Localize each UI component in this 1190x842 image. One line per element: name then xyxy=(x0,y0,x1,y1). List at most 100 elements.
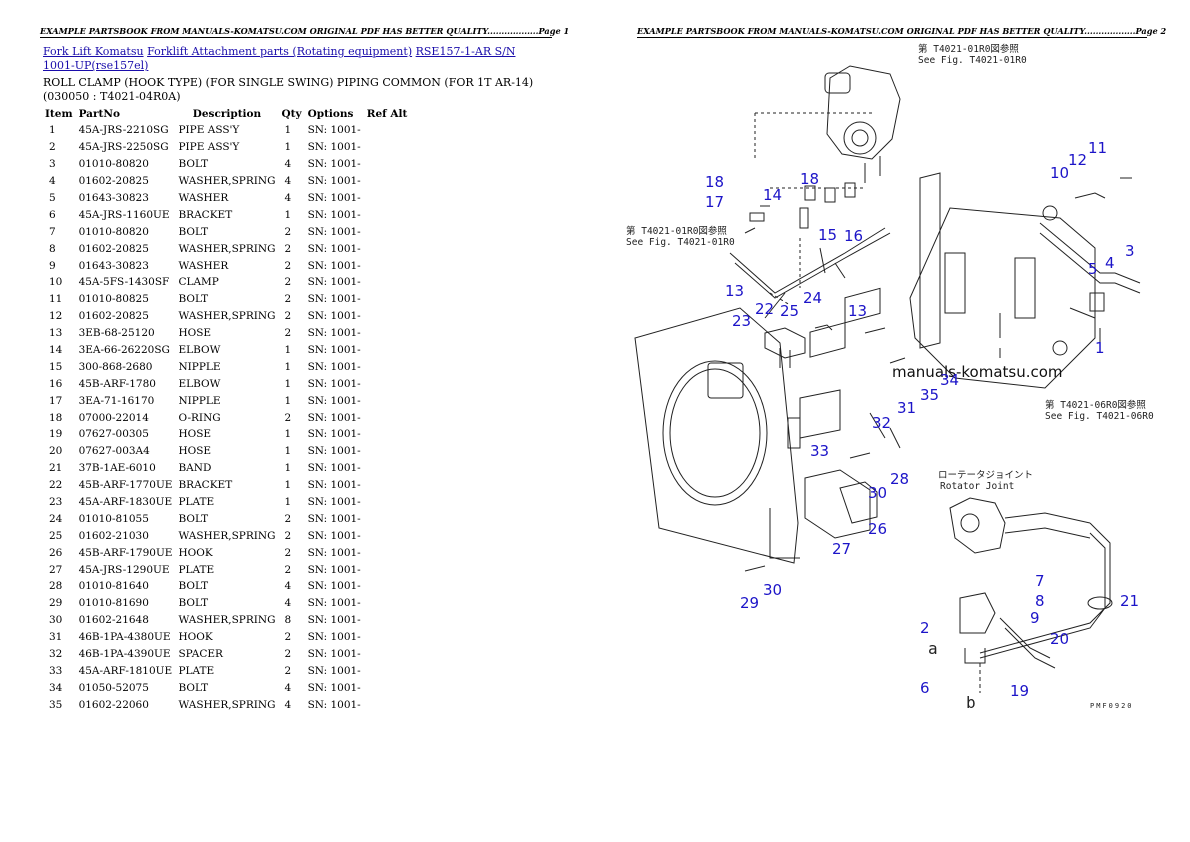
breadcrumb-link-model[interactable]: RSE157-1-AR S/N 1001-UP(rse157el) xyxy=(43,45,516,72)
callout-30-1: 30 xyxy=(868,484,887,502)
cell-description: WASHER,SPRING xyxy=(178,242,276,255)
cell-description: PLATE xyxy=(178,496,215,509)
cell-options: SN: 1001- xyxy=(307,175,361,188)
callout-13-1: 13 xyxy=(725,282,744,300)
cell-qty: 1 xyxy=(284,344,292,357)
cell-item: 1 xyxy=(49,124,56,137)
cell-description: SPACER xyxy=(178,648,223,661)
cell-description: BRACKET xyxy=(178,479,233,492)
callout-9: 9 xyxy=(1030,609,1040,627)
cell-qty: 2 xyxy=(284,664,292,677)
cell-ref-alt xyxy=(364,375,411,392)
cell-partno: 07627-003A4 xyxy=(78,445,150,458)
cell-options: SN: 1001- xyxy=(307,310,361,323)
cell-ref-alt xyxy=(364,443,411,460)
cell-item: 17 xyxy=(49,394,63,407)
cell-options: SN: 1001- xyxy=(307,360,361,373)
column-header-ref-alt: Ref Alt xyxy=(366,108,408,120)
cell-options: SN: 1001- xyxy=(307,580,361,593)
exploded-view-drawing: 第 T4021-01R0図参照 See Fig. T4021-01R0 第 T4… xyxy=(626,43,1154,712)
cell-item: 16 xyxy=(49,377,63,390)
cell-description: BOLT xyxy=(178,597,209,610)
cell-partno: 37B-1AE-6010 xyxy=(78,462,156,475)
cell-description: NIPPLE xyxy=(178,360,221,373)
cell-qty: 4 xyxy=(284,681,292,694)
breadcrumb-link-fork-lift[interactable]: Fork Lift Komatsu xyxy=(43,45,144,58)
cell-item: 29 xyxy=(49,597,63,610)
page-1: EXAMPLE PARTSBOOK FROM MANUALS-KOMATSU.C… xyxy=(40,26,569,713)
cell-qty: 4 xyxy=(284,580,292,593)
callout-15: 15 xyxy=(818,226,837,244)
parts-diagram: 第 T4021-01R0図参照 See Fig. T4021-01R0 第 T4… xyxy=(620,38,1160,718)
column-header-partno: PartNo xyxy=(78,108,120,120)
cell-qty: 2 xyxy=(284,529,292,542)
table-header-row: Item PartNo Description Qty Options Ref … xyxy=(42,106,410,122)
cell-partno: 01602-20825 xyxy=(78,310,149,323)
callout-7: 7 xyxy=(1035,572,1045,590)
cell-description: HOOK xyxy=(178,631,213,644)
cell-description: PLATE xyxy=(178,563,215,576)
cell-item: 31 xyxy=(49,631,63,644)
cell-partno: 01602-21648 xyxy=(78,614,149,627)
cell-qty: 2 xyxy=(284,546,292,559)
cell-partno: 46B-1PA-4390UE xyxy=(78,648,171,661)
ref-note-jp-2: 第 T4021-01R0図参照 xyxy=(918,43,1019,55)
ref-note-jp-1: 第 T4021-01R0図参照 xyxy=(626,225,727,237)
breadcrumb-link-attachment-parts[interactable]: Forklift Attachment parts (Rotating equi… xyxy=(147,45,413,58)
cell-item: 30 xyxy=(49,614,63,627)
cell-options: SN: 1001- xyxy=(307,546,361,559)
cell-options: SN: 1001- xyxy=(307,648,361,661)
callout-19: 19 xyxy=(1010,682,1029,700)
cell-item: 6 xyxy=(49,208,56,221)
cell-options: SN: 1001- xyxy=(307,242,361,255)
callout-17: 17 xyxy=(705,193,724,211)
callout-20: 20 xyxy=(1050,630,1069,648)
page-header: EXAMPLE PARTSBOOK FROM MANUALS-KOMATSU.C… xyxy=(637,26,1167,38)
cell-options: SN: 1001- xyxy=(307,394,361,407)
cell-item: 24 xyxy=(49,512,63,525)
cell-description: NIPPLE xyxy=(178,394,221,407)
callout-28: 28 xyxy=(890,470,909,488)
cell-partno: 01602-21030 xyxy=(78,529,149,542)
cell-ref-alt xyxy=(364,646,411,663)
cell-partno: 45A-ARF-1830UE xyxy=(78,496,173,509)
cell-partno: 46B-1PA-4380UE xyxy=(78,631,171,644)
cell-ref-alt xyxy=(364,409,411,426)
cell-item: 21 xyxy=(49,462,63,475)
cell-options: SN: 1001- xyxy=(307,614,361,627)
cell-options: SN: 1001- xyxy=(307,462,361,475)
callout-18-2: 18 xyxy=(800,170,819,188)
cell-item: 14 xyxy=(49,344,63,357)
cell-partno: 01010-81055 xyxy=(78,512,149,525)
cell-ref-alt xyxy=(364,477,411,494)
ref-note-en-1: See Fig. T4021-01R0 xyxy=(626,237,735,248)
cell-qty: 4 xyxy=(284,175,292,188)
cell-qty: 2 xyxy=(284,563,292,576)
cell-ref-alt xyxy=(364,527,411,544)
cell-options: SN: 1001- xyxy=(307,259,361,272)
cell-qty: 2 xyxy=(284,631,292,644)
cell-options: SN: 1001- xyxy=(307,158,361,171)
cell-ref-alt xyxy=(364,156,411,173)
cell-item: 19 xyxy=(49,428,63,441)
cell-description: BOLT xyxy=(178,681,209,694)
cell-options: SN: 1001- xyxy=(307,141,361,154)
cell-options: SN: 1001- xyxy=(307,428,361,441)
cell-item: 33 xyxy=(49,664,63,677)
cell-ref-alt xyxy=(364,325,411,342)
cell-qty: 2 xyxy=(284,242,292,255)
cell-partno: 07000-22014 xyxy=(78,411,149,424)
cell-description: WASHER xyxy=(178,259,229,272)
